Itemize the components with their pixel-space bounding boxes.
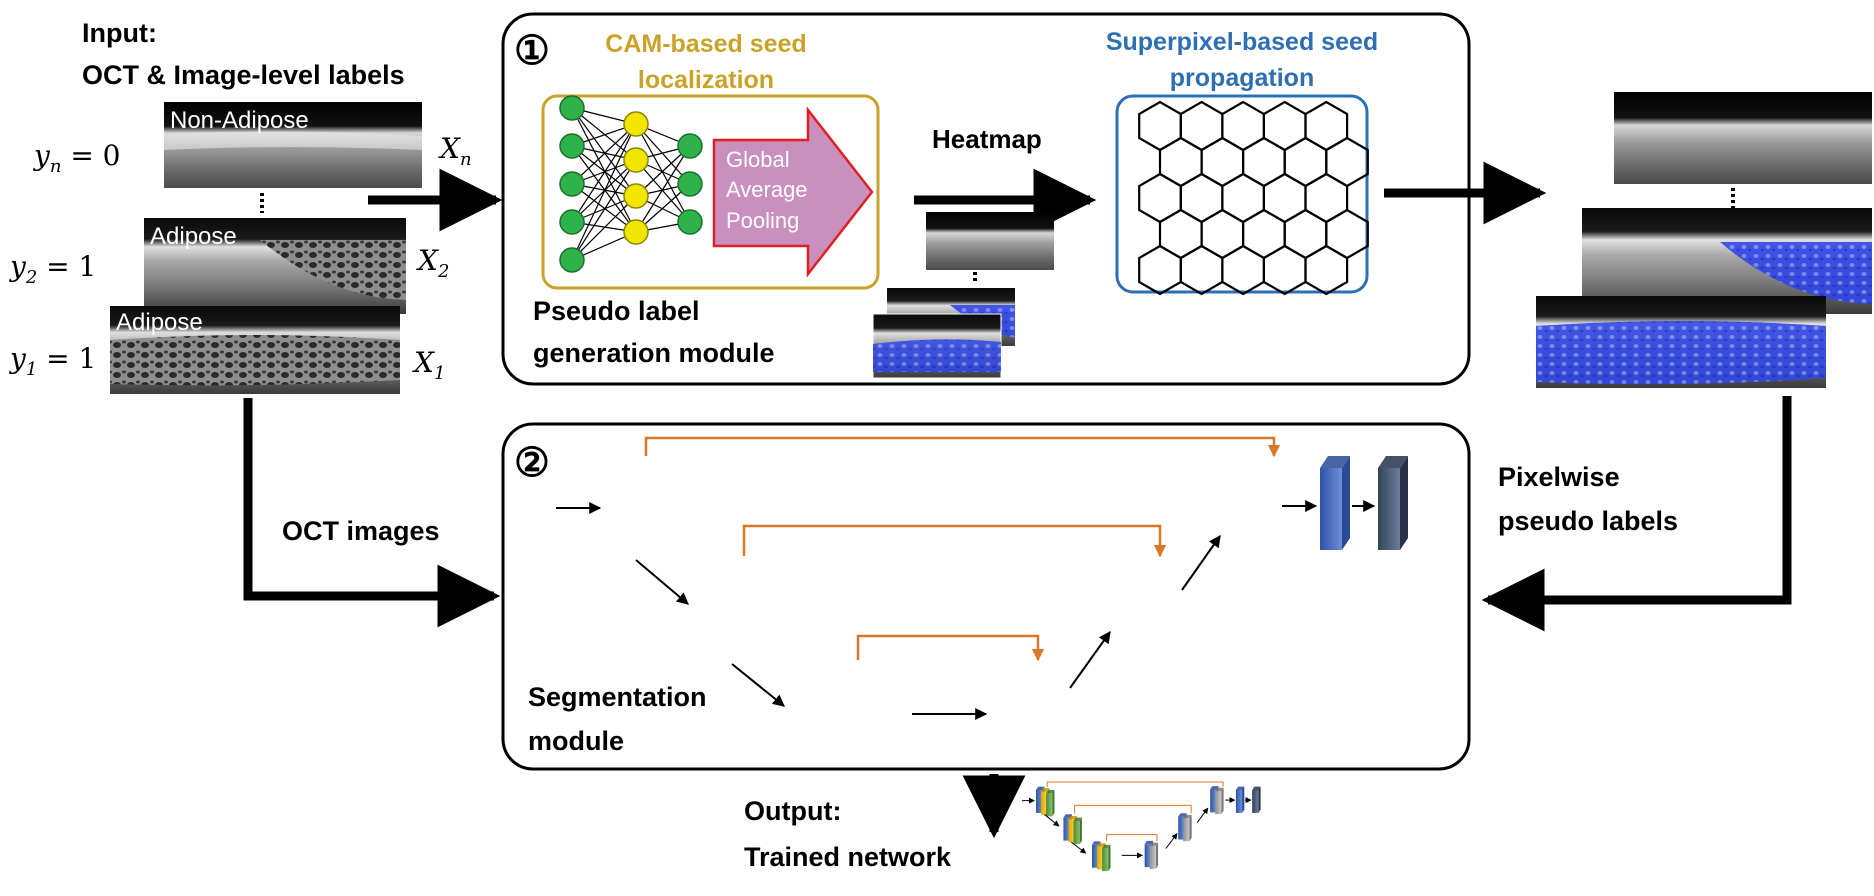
skip-connection <box>742 524 1167 558</box>
unet-block-navy <box>1252 786 1261 813</box>
seg-module-name: Segmentation <box>528 682 707 712</box>
output-subtitle: Trained network <box>744 842 952 872</box>
superpixel-grid-icon <box>1138 100 1369 296</box>
neural-network-icon <box>559 95 703 273</box>
image-tag: Adipose <box>116 309 203 336</box>
skip-connection <box>1046 781 1224 787</box>
heatmap-thumbnails <box>872 212 1054 379</box>
nn-node <box>623 147 649 173</box>
skip-connection <box>644 436 1281 458</box>
unet-block-gray <box>1183 814 1192 842</box>
output-title: Output: <box>744 796 841 826</box>
flow-arrow <box>1196 807 1209 823</box>
input-subtitle: OCT & Image-level labels <box>82 60 405 90</box>
module-number: ② <box>514 441 550 485</box>
nn-node <box>677 133 703 159</box>
label-x-n: Xn <box>438 132 472 170</box>
flow-arrow <box>1069 631 1111 689</box>
gap-line-3: Pooling <box>726 208 799 233</box>
flow-arrow <box>1070 841 1087 854</box>
cam-title: CAM-based seed <box>605 30 806 58</box>
pixelwise-label: Pixelwise <box>1498 462 1620 492</box>
flow-arrow <box>1165 833 1178 849</box>
seg-module-name-2: module <box>528 726 624 756</box>
superpixel-cell <box>1138 244 1182 296</box>
flow-arrow <box>635 559 689 605</box>
superpixel-box <box>1115 94 1369 294</box>
oct-images-label: OCT images <box>282 516 440 546</box>
unet-block-navy <box>1378 456 1408 550</box>
nn-node <box>677 209 703 235</box>
oct-image-adipose-1: Adipose <box>110 306 400 394</box>
gap-arrow: Global Average Pooling <box>712 106 874 278</box>
superpixel-cell <box>1304 244 1349 296</box>
cam-box <box>541 94 880 290</box>
unet-block-green <box>1102 844 1111 872</box>
skip-connection <box>1074 804 1192 814</box>
heatmap-label: Heatmap <box>932 124 1042 154</box>
nn-node <box>559 247 585 273</box>
label-y-n: yn = 0 <box>32 139 121 177</box>
module-number: ① <box>514 29 550 73</box>
superpixel-title: Superpixel-based seed <box>1106 28 1378 56</box>
image-tag: Adipose <box>150 223 237 250</box>
unet-block-blue <box>1235 786 1245 813</box>
pixelwise-label-2: pseudo labels <box>1498 506 1678 536</box>
label-y-1: y1 = 1 <box>8 342 96 380</box>
input-section: Input: OCT & Image-level labels Non-Adip… <box>8 18 472 394</box>
unet-block-blue <box>1320 456 1350 550</box>
oct-image-non-adipose: Non-Adipose <box>164 102 422 188</box>
skip-connection <box>856 634 1045 662</box>
unet-diagram <box>556 436 1408 720</box>
superpixel-cell <box>1179 244 1224 296</box>
unet-block-gray <box>1149 842 1159 869</box>
oct-image-adipose-2: Adipose <box>144 218 406 314</box>
segmentation-module: ② Segmentation module <box>501 422 1471 771</box>
pseudo-label-module: ① CAM-based seed localization Global Ave… <box>501 12 1471 386</box>
superpixel-cell <box>1221 244 1266 296</box>
unet-block-gray <box>1215 787 1224 815</box>
gap-line-2: Average <box>726 177 808 202</box>
nn-node <box>559 171 585 197</box>
flow-arrow <box>1044 814 1060 827</box>
trained-network-thumbnail <box>1022 781 1261 872</box>
nn-node <box>559 95 585 121</box>
nn-node <box>559 209 585 235</box>
input-title: Input: <box>82 18 157 48</box>
superpixel-subtitle: propagation <box>1170 64 1314 92</box>
label-x-2: X2 <box>416 244 449 282</box>
arrow-oct-images <box>243 398 501 628</box>
pseudo-module-name: Pseudo label <box>533 296 700 326</box>
flow-arrow <box>731 663 785 707</box>
nn-node <box>559 133 585 159</box>
label-y-2: y2 = 1 <box>8 250 96 288</box>
superpixel-cell <box>1262 244 1307 296</box>
image-tag: Non-Adipose <box>170 107 309 134</box>
nn-node <box>677 171 703 197</box>
unet-block-green <box>1046 789 1055 817</box>
pseudo-label-images <box>1536 92 1872 388</box>
nn-node <box>623 219 649 245</box>
skip-connection <box>1106 834 1158 842</box>
module-frame <box>501 12 1471 386</box>
cam-subtitle: localization <box>638 66 774 94</box>
module-frame <box>501 422 1471 771</box>
unet-block-green <box>1073 817 1082 844</box>
nn-node <box>623 111 649 137</box>
label-x-1: X1 <box>412 346 445 384</box>
arrow-pseudo-labels <box>1481 396 1792 632</box>
nn-node <box>623 183 649 209</box>
flow-arrow <box>1181 535 1221 591</box>
pseudo-module-name-2: generation module <box>533 338 775 368</box>
gap-line-1: Global <box>726 147 790 172</box>
